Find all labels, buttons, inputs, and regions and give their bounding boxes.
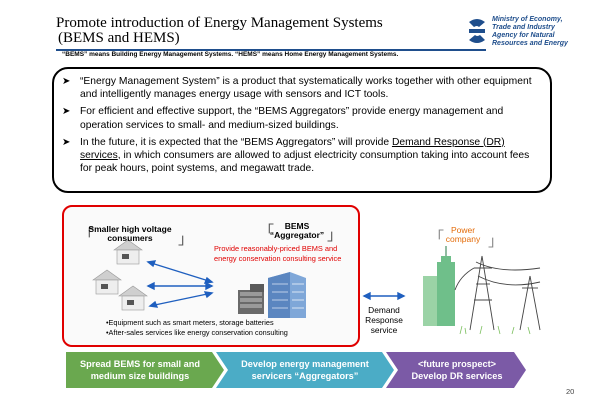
logo-line-4: Resources and Energy — [492, 40, 568, 47]
ministry-logo: Ministry of Economy, Trade and Industry … — [466, 16, 596, 54]
bullet-text-pre: In the future, it is expected that the “… — [80, 136, 392, 148]
note-equipment: •Equipment such as smart meters, storage… — [106, 318, 274, 327]
bullet-item: ➤ In the future, it is expected that the… — [60, 136, 540, 176]
logo-line-3: Agency for Natural — [492, 32, 555, 39]
page-number: 20 — [566, 387, 575, 396]
title-line-2: (BEMS and HEMS) — [58, 30, 180, 46]
power-plant-icon — [423, 246, 455, 326]
logo-line-2: Trade and Industry — [492, 24, 555, 31]
step-2-line-1: Develop energy management — [241, 359, 369, 369]
page-title: Promote introduction of Energy Managemen… — [56, 16, 383, 46]
aggregator-label-line-2: “Aggregator” — [269, 230, 325, 240]
demand-response-arrow — [362, 291, 406, 301]
aggregator-notes: •Equipment such as smart meters, storage… — [106, 318, 288, 338]
step-3-label: <future prospect> Develop DR services — [392, 353, 522, 387]
consumers-label: Smaller high voltage consumers — [88, 224, 172, 243]
bullet-text: For efficient and effective support, the… — [80, 106, 504, 131]
bullet-text-post: , in which consumers are allowed to adju… — [80, 150, 530, 175]
title-divider — [56, 49, 486, 51]
step-3-line-2: Develop DR services — [411, 371, 503, 381]
arrow-bullet-icon: ➤ — [62, 76, 71, 87]
note-after-sales: •After-sales services like energy conser… — [106, 328, 288, 337]
step-chevron-2 — [216, 352, 394, 388]
aggregator-label-line-1: BEMS — [284, 221, 310, 231]
bullet-text: In the future, it is expected that the “… — [80, 137, 529, 174]
ministry-logo-text: Ministry of Economy, Trade and Industry … — [492, 16, 568, 48]
roadmap-chevrons — [66, 352, 526, 388]
aggregator-label: BEMS “Aggregator” — [262, 222, 332, 240]
aggregator-service-text: Provide reasonably-priced BEMS and energ… — [214, 244, 342, 263]
grass-icon — [459, 325, 531, 335]
power-tower-icon — [454, 255, 541, 331]
step-chevron-1 — [66, 352, 224, 388]
step-2-line-2: servicers “Aggregators” — [251, 371, 359, 381]
bullet-text: “Energy Management System” is a product … — [80, 76, 532, 101]
step-1-line-2: medium size buildings — [90, 371, 190, 381]
step-2-label: Develop energy management servicers “Aggr… — [225, 353, 385, 387]
step-3-line-1: <future prospect> — [417, 359, 497, 369]
step-1-label: Spread BEMS for small and medium size bui… — [70, 353, 210, 387]
summary-box: ➤ “Energy Management System” is a produc… — [52, 67, 552, 193]
title-line-1: Promote introduction of Energy Managemen… — [56, 15, 383, 31]
power-company-label: Power company — [445, 225, 481, 244]
demand-response-link: Demand Response (DR) services — [80, 136, 505, 162]
step-1-line-1: Spread BEMS for small and — [80, 359, 200, 369]
demand-response-label: Demand Response service — [365, 305, 403, 335]
ministry-logo-icon — [469, 19, 485, 43]
bullet-item: ➤ “Energy Management System” is a produc… — [60, 75, 540, 101]
arrow-bullet-icon: ➤ — [62, 136, 71, 148]
logo-line-1: Ministry of Economy, — [492, 16, 563, 23]
bullet-item: ➤ For efficient and effective support, t… — [60, 105, 540, 131]
arrow-bullet-icon: ➤ — [62, 106, 71, 118]
definition-note: “BEMS” means Building Energy Management … — [62, 51, 399, 58]
step-chevron-3 — [386, 352, 526, 388]
